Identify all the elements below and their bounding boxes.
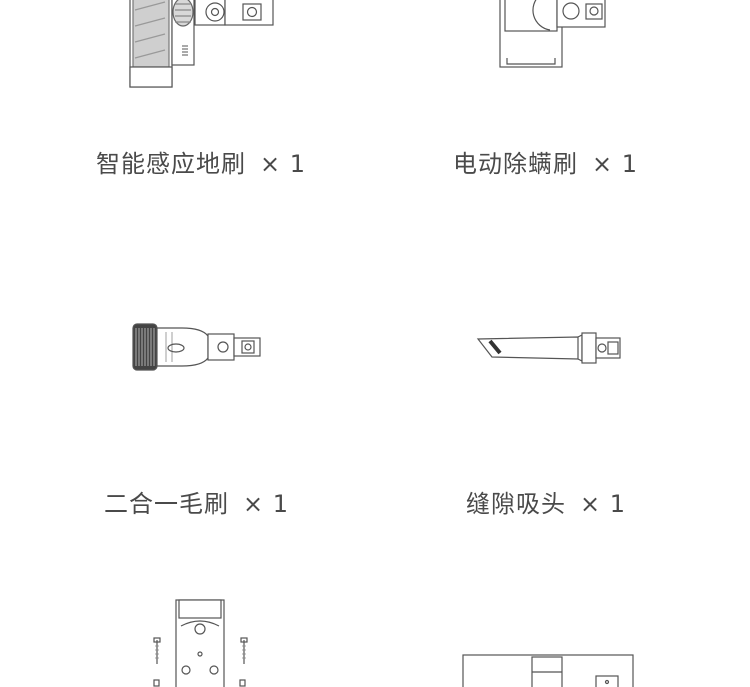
crevice-nozzle-illustration <box>476 332 621 364</box>
item-label-crevice-nozzle: 缝隙吸头 × 1 <box>466 484 626 519</box>
mite-brush-illustration <box>499 0 606 68</box>
item-name: 电动除螨刷 <box>453 150 578 178</box>
item-quantity: × 1 <box>592 150 639 178</box>
item-quantity: × 1 <box>243 490 290 518</box>
two-in-one-brush-illustration <box>132 323 261 371</box>
item-name: 二合一毛刷 <box>104 490 229 518</box>
item-name: 缝隙吸头 <box>466 490 566 518</box>
wall-mount-illustration <box>153 599 248 687</box>
item-label-floor-brush: 智能感应地刷 × 1 <box>96 144 306 179</box>
charger-illustration <box>462 654 634 687</box>
item-label-mite-brush: 电动除螨刷 × 1 <box>453 144 638 179</box>
item-quantity: × 1 <box>260 150 307 178</box>
item-name: 智能感应地刷 <box>96 150 246 178</box>
floor-brush-illustration <box>129 0 274 88</box>
item-quantity: × 1 <box>580 490 627 518</box>
item-label-two-in-one-brush: 二合一毛刷 × 1 <box>104 484 289 519</box>
